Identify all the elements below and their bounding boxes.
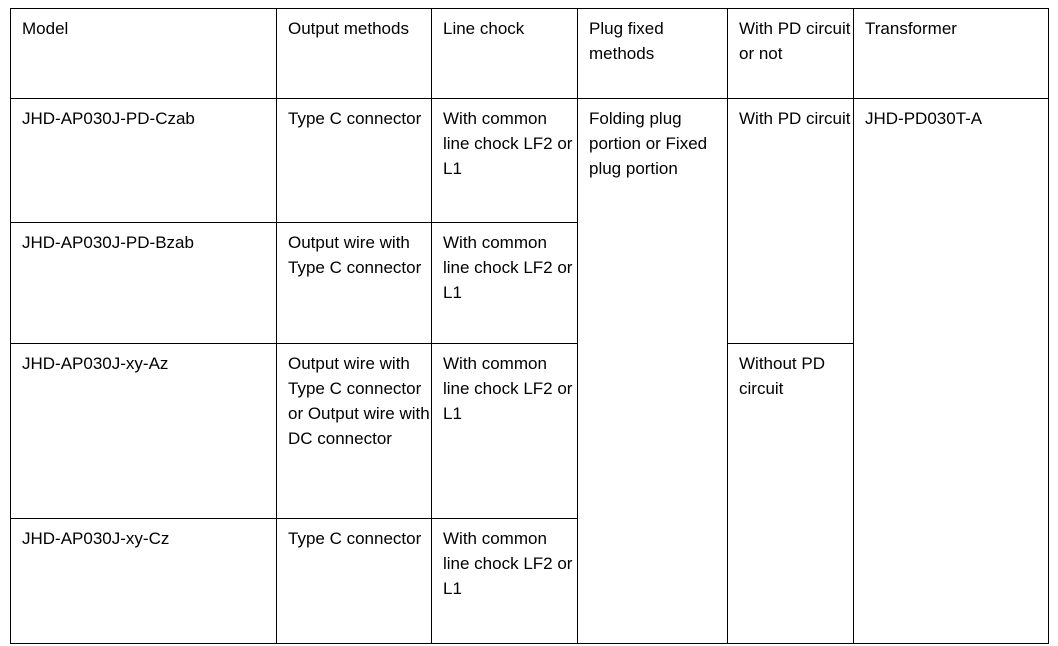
- table-row: JHD-AP030J-xy-Cz Type C connector With c…: [10, 518, 1049, 644]
- column-header-line-chock: Line chock: [431, 8, 578, 99]
- cell-output-methods: Output wire with Type C connector: [276, 222, 432, 344]
- table-row: JHD-AP030J-PD-Czab Type C connector With…: [10, 98, 1049, 644]
- cell-line-chock: With common line chock LF2 or L1: [431, 98, 578, 223]
- cell-pd-circuit-without: Without PD circuit: [727, 343, 854, 644]
- cell-model: JHD-AP030J-PD-Bzab: [10, 222, 277, 344]
- column-header-output-methods: Output methods: [276, 8, 432, 99]
- cell-output-methods: Type C connector: [276, 98, 432, 223]
- column-header-transformer: Transformer: [853, 8, 1049, 99]
- cell-output-methods: Type C connector: [276, 518, 432, 644]
- cell-model: JHD-AP030J-PD-Czab: [10, 98, 277, 223]
- column-header-pd-circuit: With PD circuit or not: [727, 8, 854, 99]
- cell-line-chock: With common line chock LF2 or L1: [431, 343, 578, 519]
- table-header-row: Model Output methods Line chock Plug fix…: [10, 8, 1049, 99]
- product-spec-table: Model Output methods Line chock Plug fix…: [10, 8, 1049, 644]
- cell-model: JHD-AP030J-xy-Az: [10, 343, 277, 519]
- table-row: JHD-AP030J-xy-Az Output wire with Type C…: [10, 343, 1049, 644]
- cell-plug-fixed-methods: Folding plug portion or Fixed plug porti…: [577, 98, 728, 644]
- cell-line-chock: With common line chock LF2 or L1: [431, 222, 578, 344]
- cell-pd-circuit-with: With PD circuit: [727, 98, 854, 344]
- cell-line-chock: With common line chock LF2 or L1: [431, 518, 578, 644]
- cell-model: JHD-AP030J-xy-Cz: [10, 518, 277, 644]
- cell-transformer: JHD-PD030T-A: [853, 98, 1049, 644]
- table-row: JHD-AP030J-PD-Bzab Output wire with Type…: [10, 222, 1049, 344]
- column-header-plug-fixed-methods: Plug fixed methods: [577, 8, 728, 99]
- column-header-model: Model: [10, 8, 277, 99]
- cell-output-methods: Output wire with Type C connector or Out…: [276, 343, 432, 519]
